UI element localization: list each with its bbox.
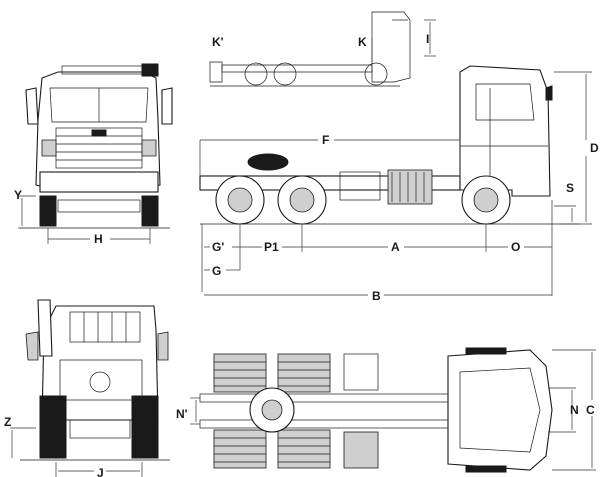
label-n: N <box>570 403 579 417</box>
label-y: Y <box>14 188 22 202</box>
label-k: K <box>358 35 367 49</box>
label-n-prime: N' <box>176 407 188 421</box>
label-o: O <box>511 240 520 254</box>
label-p1: P1 <box>264 240 279 254</box>
label-z: Z <box>4 415 11 429</box>
label-h: H <box>94 232 103 246</box>
rear-view: Z J <box>4 299 170 477</box>
label-i: I <box>426 32 429 46</box>
label-c: C <box>586 403 595 417</box>
label-k-prime: K' <box>212 35 224 49</box>
label-d: D <box>590 141 599 155</box>
front-view: Y H <box>14 63 173 246</box>
label-s: S <box>566 181 574 195</box>
label-f: F <box>322 133 329 147</box>
label-j: J <box>97 466 104 477</box>
side-view: F D S G' P1 A O G B <box>199 65 599 303</box>
label-b: B <box>372 289 381 303</box>
top-view: N' N C <box>176 347 596 473</box>
schematic-side-view: K' K I <box>209 11 436 87</box>
label-a: A <box>391 240 400 254</box>
label-g-prime: G' <box>212 240 224 254</box>
label-g: G <box>212 264 221 278</box>
